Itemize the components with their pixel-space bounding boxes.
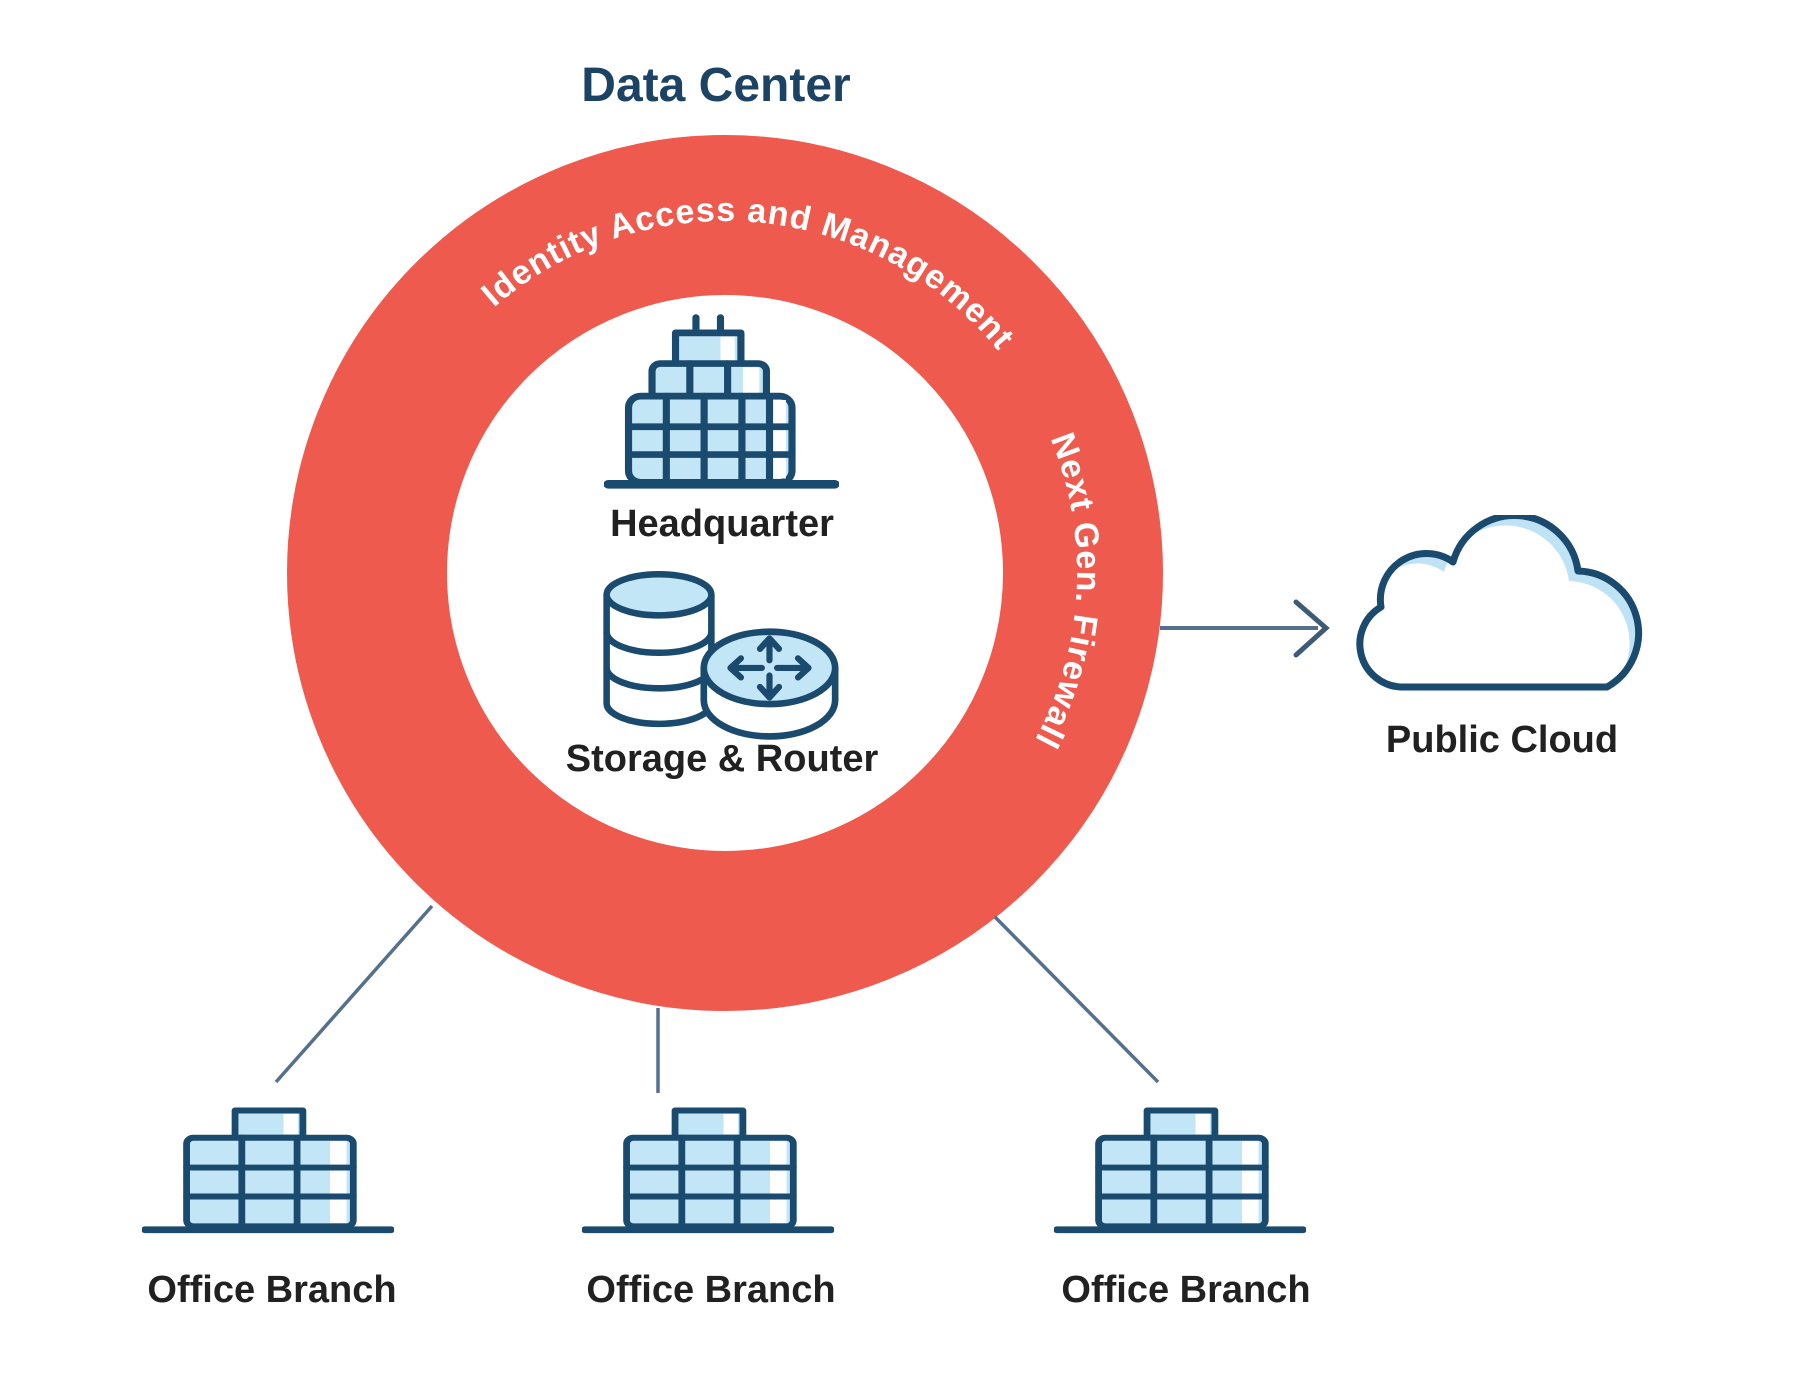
storage-router-icon-group — [598, 560, 848, 745]
storage-router-label: Storage & Router — [565, 738, 879, 780]
connector-line-branch-right — [993, 915, 1160, 1084]
public-cloud-label: Public Cloud — [1385, 719, 1619, 761]
headquarter-building-icon — [604, 314, 839, 489]
security-ring — [287, 135, 1163, 1011]
office-branch-building-icon — [582, 1107, 834, 1234]
office-branch-building-icon — [142, 1107, 394, 1234]
arrow-head-icon — [1293, 599, 1330, 658]
connector-line-branch-left — [274, 904, 434, 1084]
office-branch-label: Office Branch — [1061, 1269, 1311, 1311]
cloud-icon — [1356, 515, 1643, 691]
headquarter-label: Headquarter — [610, 503, 834, 545]
router-disk-icon — [700, 628, 839, 740]
office-branch-label: Office Branch — [586, 1269, 836, 1311]
office-branch-label: Office Branch — [147, 1269, 397, 1311]
page-title: Data Center — [581, 59, 851, 112]
office-branch-building-icon — [1054, 1107, 1306, 1234]
router-arrows-icon — [727, 635, 812, 701]
